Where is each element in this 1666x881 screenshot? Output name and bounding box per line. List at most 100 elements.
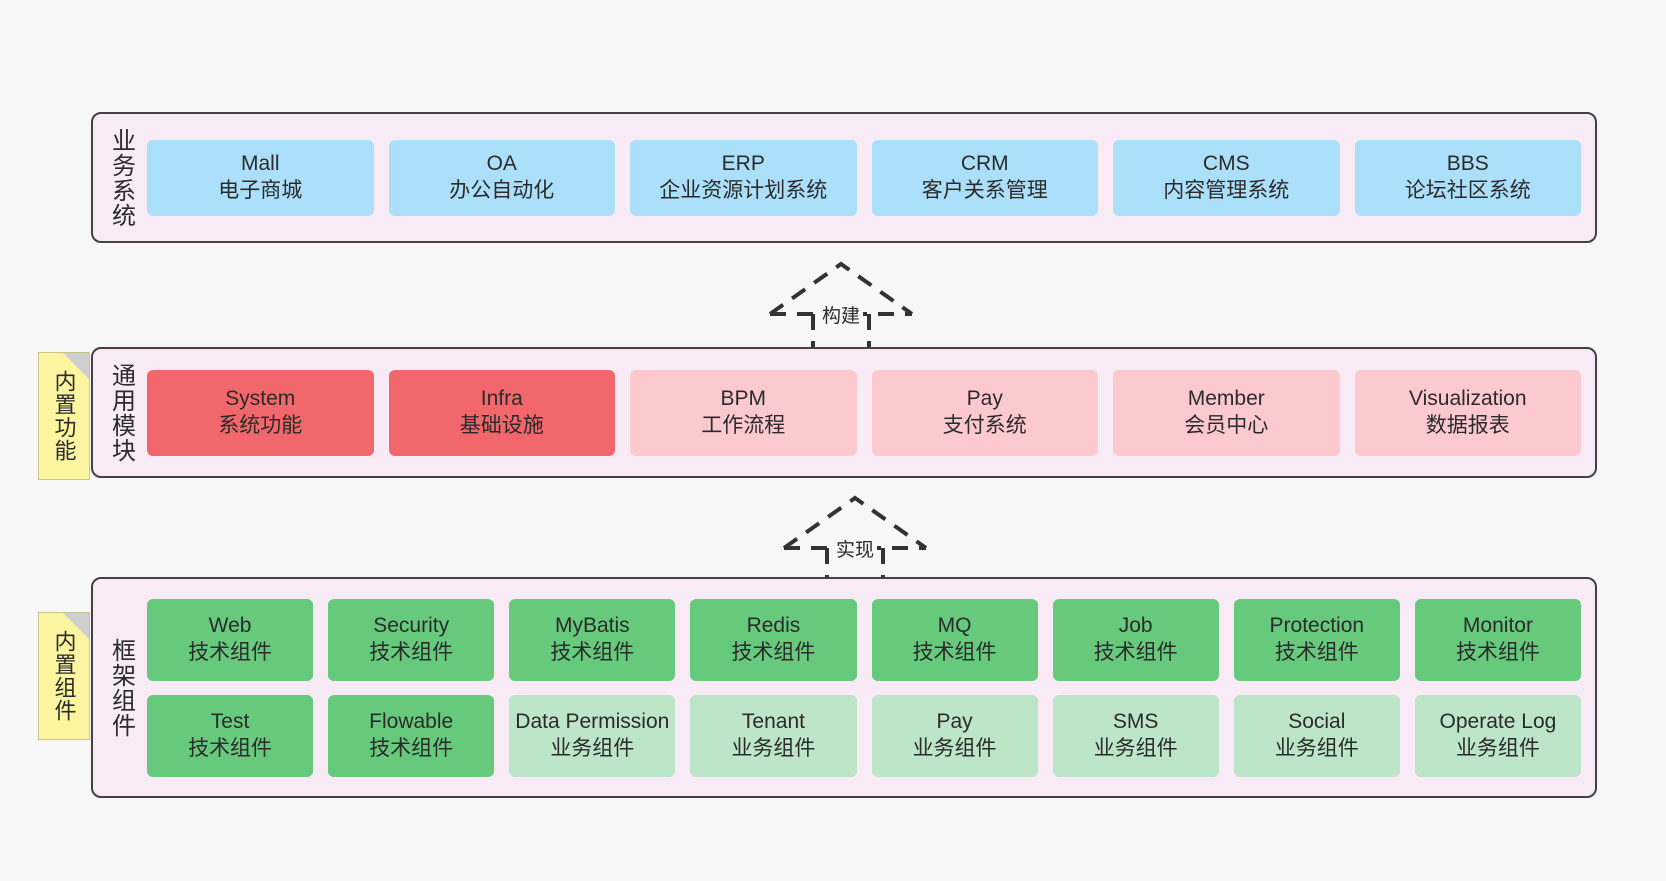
- card-title: Web: [208, 614, 252, 638]
- card-subtitle: 技术组件: [1455, 640, 1540, 664]
- sticky-note-builtin-feature[interactable]: 内置功能: [38, 352, 90, 480]
- card-monitor[interactable]: Monitor 技术组件: [1414, 598, 1581, 681]
- card-flowable[interactable]: Flowable 技术组件: [328, 694, 495, 777]
- card-title: CRM: [960, 152, 1009, 176]
- card-title: Tenant: [741, 710, 805, 734]
- layer-business-system: 业务系统 Mall 电子商城 OA 办公自动化 ERP 企业资源计划系统 CRM…: [91, 112, 1597, 243]
- card-subtitle: 系统功能: [218, 413, 303, 437]
- card-subtitle: 会员中心: [1184, 413, 1269, 437]
- layer-body-business-system: Mall 电子商城 OA 办公自动化 ERP 企业资源计划系统 CRM 客户关系…: [147, 114, 1595, 241]
- sticky-note-label: 内置组件: [51, 630, 77, 722]
- card-subtitle: 业务组件: [912, 736, 997, 760]
- card-social[interactable]: Social 业务组件: [1233, 694, 1400, 777]
- card-security[interactable]: Security 技术组件: [328, 598, 495, 681]
- card-job[interactable]: Job 技术组件: [1052, 598, 1219, 681]
- card-bbs[interactable]: BBS 论坛社区系统: [1354, 139, 1581, 216]
- card-mq[interactable]: MQ 技术组件: [871, 598, 1038, 681]
- card-title: Redis: [746, 614, 801, 638]
- card-redis[interactable]: Redis 技术组件: [690, 598, 857, 681]
- layer-body-framework-component: Web 技术组件 Security 技术组件 MyBatis 技术组件 Redi…: [147, 579, 1595, 796]
- card-subtitle: 业务组件: [1274, 736, 1359, 760]
- card-system[interactable]: System 系统功能: [147, 369, 374, 456]
- card-subtitle: 业务组件: [1455, 736, 1540, 760]
- card-subtitle: 技术组件: [1274, 640, 1359, 664]
- card-title: Test: [210, 710, 250, 734]
- layer-title-framework-component: 框架组件: [107, 637, 135, 738]
- card-subtitle: 技术组件: [369, 736, 454, 760]
- card-erp[interactable]: ERP 企业资源计划系统: [630, 139, 857, 216]
- note-fold-icon: [63, 613, 89, 639]
- layer-framework-component: 框架组件 Web 技术组件 Security 技术组件 MyBatis 技术组件…: [91, 577, 1597, 798]
- card-subtitle: 技术组件: [1093, 640, 1178, 664]
- card-cms[interactable]: CMS 内容管理系统: [1113, 139, 1340, 216]
- arrow-implement-label: 实现: [832, 535, 878, 562]
- card-subtitle: 技术组件: [188, 640, 273, 664]
- card-title: Monitor: [1462, 614, 1533, 638]
- card-oa[interactable]: OA 办公自动化: [388, 139, 615, 216]
- card-subtitle: 基础设施: [459, 413, 544, 437]
- card-subtitle: 业务组件: [731, 736, 816, 760]
- card-title: OA: [486, 152, 517, 176]
- card-subtitle: 企业资源计划系统: [659, 178, 828, 202]
- card-infra[interactable]: Infra 基础设施: [388, 369, 615, 456]
- sticky-note-label: 内置功能: [51, 370, 77, 462]
- card-title: Visualization: [1408, 387, 1527, 411]
- layer-body-common-module: System 系统功能 Infra 基础设施 BPM 工作流程 Pay 支付系统…: [147, 349, 1595, 476]
- card-test[interactable]: Test 技术组件: [147, 694, 314, 777]
- card-subtitle: 数据报表: [1425, 413, 1510, 437]
- card-crm[interactable]: CRM 客户关系管理: [871, 139, 1098, 216]
- card-title: Flowable: [369, 710, 454, 734]
- card-row: Test 技术组件 Flowable 技术组件 Data Permission …: [147, 694, 1581, 777]
- card-subtitle: 业务组件: [550, 736, 635, 760]
- card-title: CMS: [1202, 152, 1250, 176]
- card-title: ERP: [721, 152, 765, 176]
- card-title: Data Permission: [515, 710, 670, 734]
- card-mall[interactable]: Mall 电子商城: [147, 139, 374, 216]
- card-title: Infra: [480, 387, 523, 411]
- card-operate-log[interactable]: Operate Log 业务组件: [1414, 694, 1581, 777]
- card-title: Security: [373, 614, 450, 638]
- card-tenant[interactable]: Tenant 业务组件: [690, 694, 857, 777]
- card-subtitle: 业务组件: [1093, 736, 1178, 760]
- card-row: System 系统功能 Infra 基础设施 BPM 工作流程 Pay 支付系统…: [147, 369, 1581, 456]
- arrow-build-label: 构建: [818, 301, 864, 328]
- arrow-build: 构建: [756, 258, 926, 354]
- card-title: Mall: [240, 152, 280, 176]
- card-title: MyBatis: [554, 614, 630, 638]
- card-title: BPM: [720, 387, 766, 411]
- layer-title-common-module: 通用模块: [107, 362, 135, 463]
- card-pay[interactable]: Pay 支付系统: [871, 369, 1098, 456]
- card-subtitle: 论坛社区系统: [1404, 178, 1531, 202]
- card-protection[interactable]: Protection 技术组件: [1233, 598, 1400, 681]
- card-subtitle: 技术组件: [731, 640, 816, 664]
- card-subtitle: 工作流程: [701, 413, 786, 437]
- card-subtitle: 客户关系管理: [921, 178, 1048, 202]
- note-fold-icon: [63, 353, 89, 379]
- layer-common-module: 通用模块 System 系统功能 Infra 基础设施 BPM 工作流程 Pay…: [91, 347, 1597, 478]
- card-member[interactable]: Member 会员中心: [1113, 369, 1340, 456]
- card-row: Mall 电子商城 OA 办公自动化 ERP 企业资源计划系统 CRM 客户关系…: [147, 139, 1581, 216]
- card-title: BBS: [1446, 152, 1489, 176]
- card-subtitle: 内容管理系统: [1163, 178, 1290, 202]
- card-title: Pay: [936, 710, 973, 734]
- card-title: SMS: [1112, 710, 1159, 734]
- card-subtitle: 技术组件: [912, 640, 997, 664]
- card-subtitle: 技术组件: [188, 736, 273, 760]
- card-data-permission[interactable]: Data Permission 业务组件: [509, 694, 676, 777]
- card-subtitle: 电子商城: [218, 178, 303, 202]
- card-title: System: [225, 387, 296, 411]
- card-bpm[interactable]: BPM 工作流程: [630, 369, 857, 456]
- card-title: Social: [1288, 710, 1346, 734]
- card-web[interactable]: Web 技术组件: [147, 598, 314, 681]
- card-title: Operate Log: [1439, 710, 1557, 734]
- card-title: Job: [1118, 614, 1153, 638]
- card-title: MQ: [937, 614, 972, 638]
- card-subtitle: 技术组件: [550, 640, 635, 664]
- card-sms[interactable]: SMS 业务组件: [1052, 694, 1219, 777]
- card-subtitle: 支付系统: [942, 413, 1027, 437]
- card-mybatis[interactable]: MyBatis 技术组件: [509, 598, 676, 681]
- card-visualization[interactable]: Visualization 数据报表: [1354, 369, 1581, 456]
- sticky-note-builtin-component[interactable]: 内置组件: [38, 612, 90, 740]
- card-subtitle: 办公自动化: [449, 178, 555, 202]
- card-pay-business[interactable]: Pay 业务组件: [871, 694, 1038, 777]
